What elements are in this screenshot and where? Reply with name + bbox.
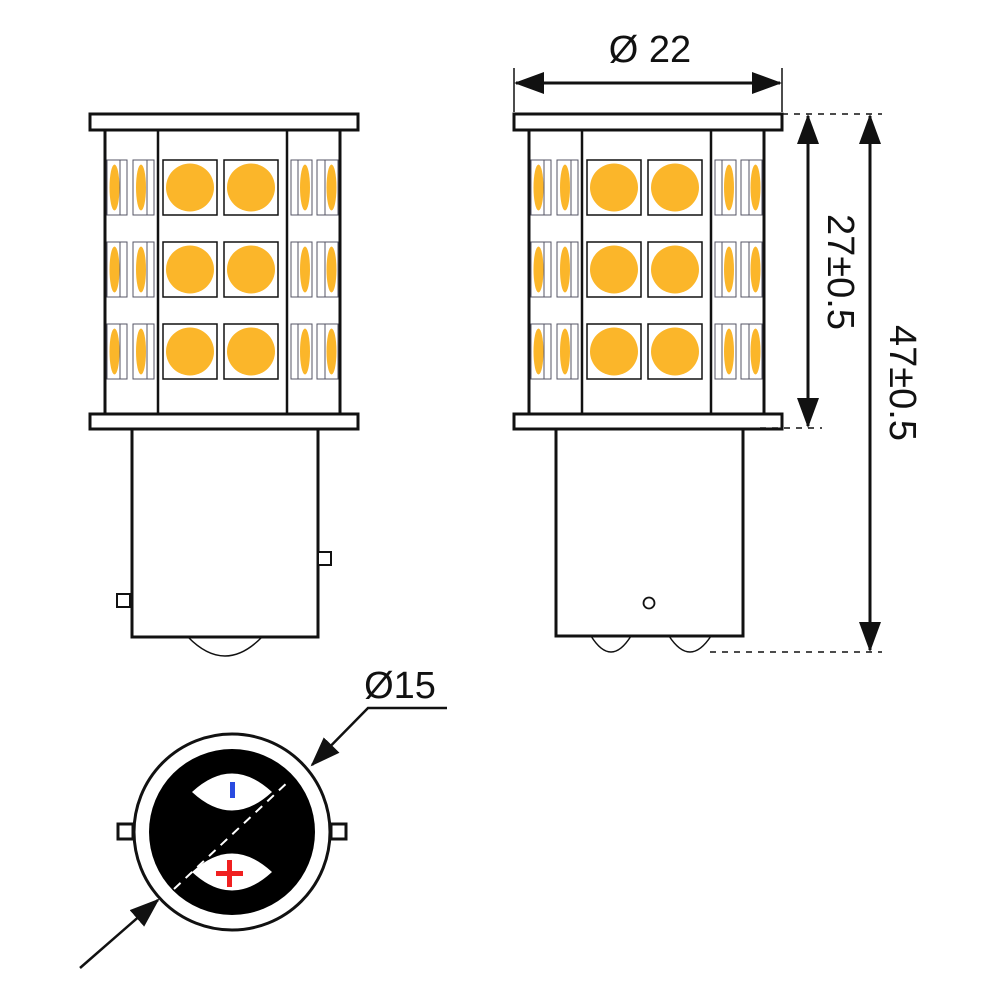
led-emitter: [227, 245, 275, 294]
base-bottom-view: [116, 732, 348, 932]
side-led-chip: [714, 241, 737, 298]
dimension-label-15: Ø15: [364, 665, 436, 707]
diameter-centerline: [173, 779, 291, 890]
side-led-chip: [740, 241, 763, 298]
side-led-emitter: [724, 246, 734, 293]
side-led-emitter: [533, 328, 544, 375]
side-led-chip: [740, 159, 763, 216]
side-led-chip: [316, 323, 339, 380]
side-led-emitter: [750, 246, 761, 293]
base-contact-dome: [187, 636, 263, 657]
dimension-label-diameter: Ø 22: [609, 29, 691, 71]
side-led-chip: [290, 241, 313, 298]
side-led-emitter: [300, 164, 310, 211]
dimension-led-height: 27±0.5: [797, 114, 861, 428]
side-led-chip: [740, 323, 763, 380]
side-led-chip: [132, 323, 155, 380]
side-led-emitter: [724, 328, 734, 375]
side-led-chip: [316, 159, 339, 216]
led-emitter: [166, 327, 214, 376]
dimension-label-27: 27±0.5: [819, 214, 861, 330]
side-led-emitter: [326, 164, 337, 211]
bottom-cap: [88, 412, 360, 431]
side-led-chip: [106, 159, 128, 216]
positive-mark-icon: [216, 860, 243, 887]
metal-base: [130, 427, 320, 639]
top-cap: [88, 112, 360, 132]
base-contact-dome: [668, 635, 712, 653]
side-led-emitter: [109, 328, 120, 375]
side-led-chip: [714, 159, 737, 216]
side-led-emitter: [136, 164, 146, 211]
led-emitter: [590, 163, 638, 212]
led-emitter: [166, 245, 214, 294]
side-led-emitter: [560, 246, 570, 293]
bottom-cap: [512, 412, 784, 431]
side-led-chip: [556, 159, 579, 216]
side-led-emitter: [724, 164, 734, 211]
side-led-emitter: [300, 328, 310, 375]
dimension-diameter-15: Ø15: [79, 665, 447, 969]
led-emitter: [590, 327, 638, 376]
side-led-chip: [714, 323, 737, 380]
side-led-chip: [132, 159, 155, 216]
led-emitter: [590, 245, 638, 294]
bulb-side-view-left: [88, 112, 360, 657]
side-led-chip: [556, 241, 579, 298]
side-led-emitter: [750, 164, 761, 211]
side-led-chip: [106, 241, 128, 298]
side-led-emitter: [560, 164, 570, 211]
dimension-label-47: 47±0.5: [881, 325, 923, 441]
negative-mark-icon: [230, 782, 235, 798]
side-led-chip: [290, 323, 313, 380]
bayonet-pin: [642, 596, 656, 610]
led-emitter: [651, 163, 699, 212]
side-led-chip: [316, 241, 339, 298]
side-led-emitter: [136, 328, 146, 375]
side-led-emitter: [533, 246, 544, 293]
side-led-chip: [530, 323, 552, 380]
side-led-chip: [132, 241, 155, 298]
bulb-side-view-right: [512, 112, 784, 653]
base-contact-dome: [590, 635, 632, 653]
dimension-diameter-22: Ø 22: [513, 29, 783, 112]
side-led-emitter: [533, 164, 544, 211]
side-led-emitter: [300, 246, 310, 293]
side-led-chip: [290, 159, 313, 216]
side-led-emitter: [560, 328, 570, 375]
side-led-chip: [556, 323, 579, 380]
dimension-total-height: 47±0.5: [859, 114, 923, 652]
led-emitter: [651, 245, 699, 294]
bayonet-pin: [116, 593, 131, 608]
side-led-emitter: [109, 164, 120, 211]
bayonet-pin: [317, 551, 332, 566]
led-emitter: [651, 327, 699, 376]
top-cap: [512, 112, 784, 132]
side-led-chip: [530, 159, 552, 216]
led-emitter: [227, 163, 275, 212]
side-led-chip: [530, 241, 552, 298]
side-led-emitter: [326, 246, 337, 293]
side-led-chip: [106, 323, 128, 380]
led-emitter: [227, 327, 275, 376]
led-emitter: [166, 163, 214, 212]
side-led-emitter: [326, 328, 337, 375]
side-led-emitter: [136, 246, 146, 293]
side-led-emitter: [109, 246, 120, 293]
side-led-emitter: [750, 328, 761, 375]
